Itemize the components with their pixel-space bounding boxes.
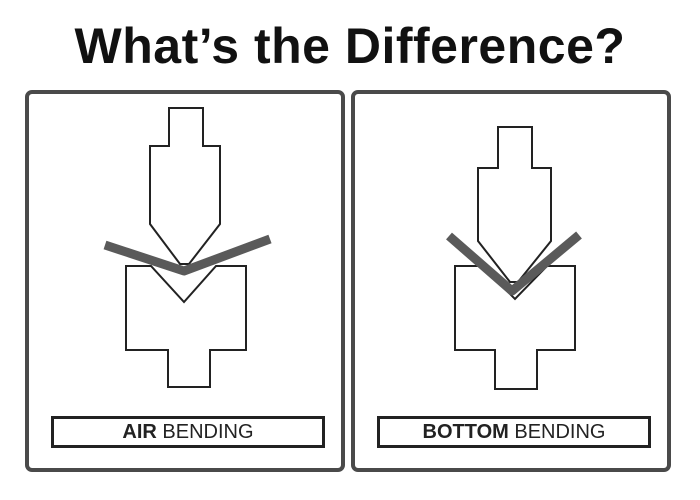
bottom-bending-panel: BOTTOM BENDING [351,90,671,472]
sheet-metal [446,231,582,296]
punch-tool [149,107,221,265]
air-bending-label-bold: AIR [122,421,157,443]
air-bending-diagram [103,107,272,388]
bottom-bending-label-rest: BENDING [508,421,606,443]
punch-tool [477,126,552,283]
air-bending-label: AIR BENDING [51,416,325,448]
air-bending-panel: AIR BENDING [25,90,345,472]
air-bending-label-rest: BENDING [156,421,254,443]
bottom-bending-label: BOTTOM BENDING [377,416,651,448]
bottom-bending-label-bold: BOTTOM [422,421,509,443]
sheet-metal [103,234,272,276]
die-tool [125,265,247,388]
page-title: What’s the Difference? [74,18,626,74]
bottom-bending-diagram [446,126,582,390]
